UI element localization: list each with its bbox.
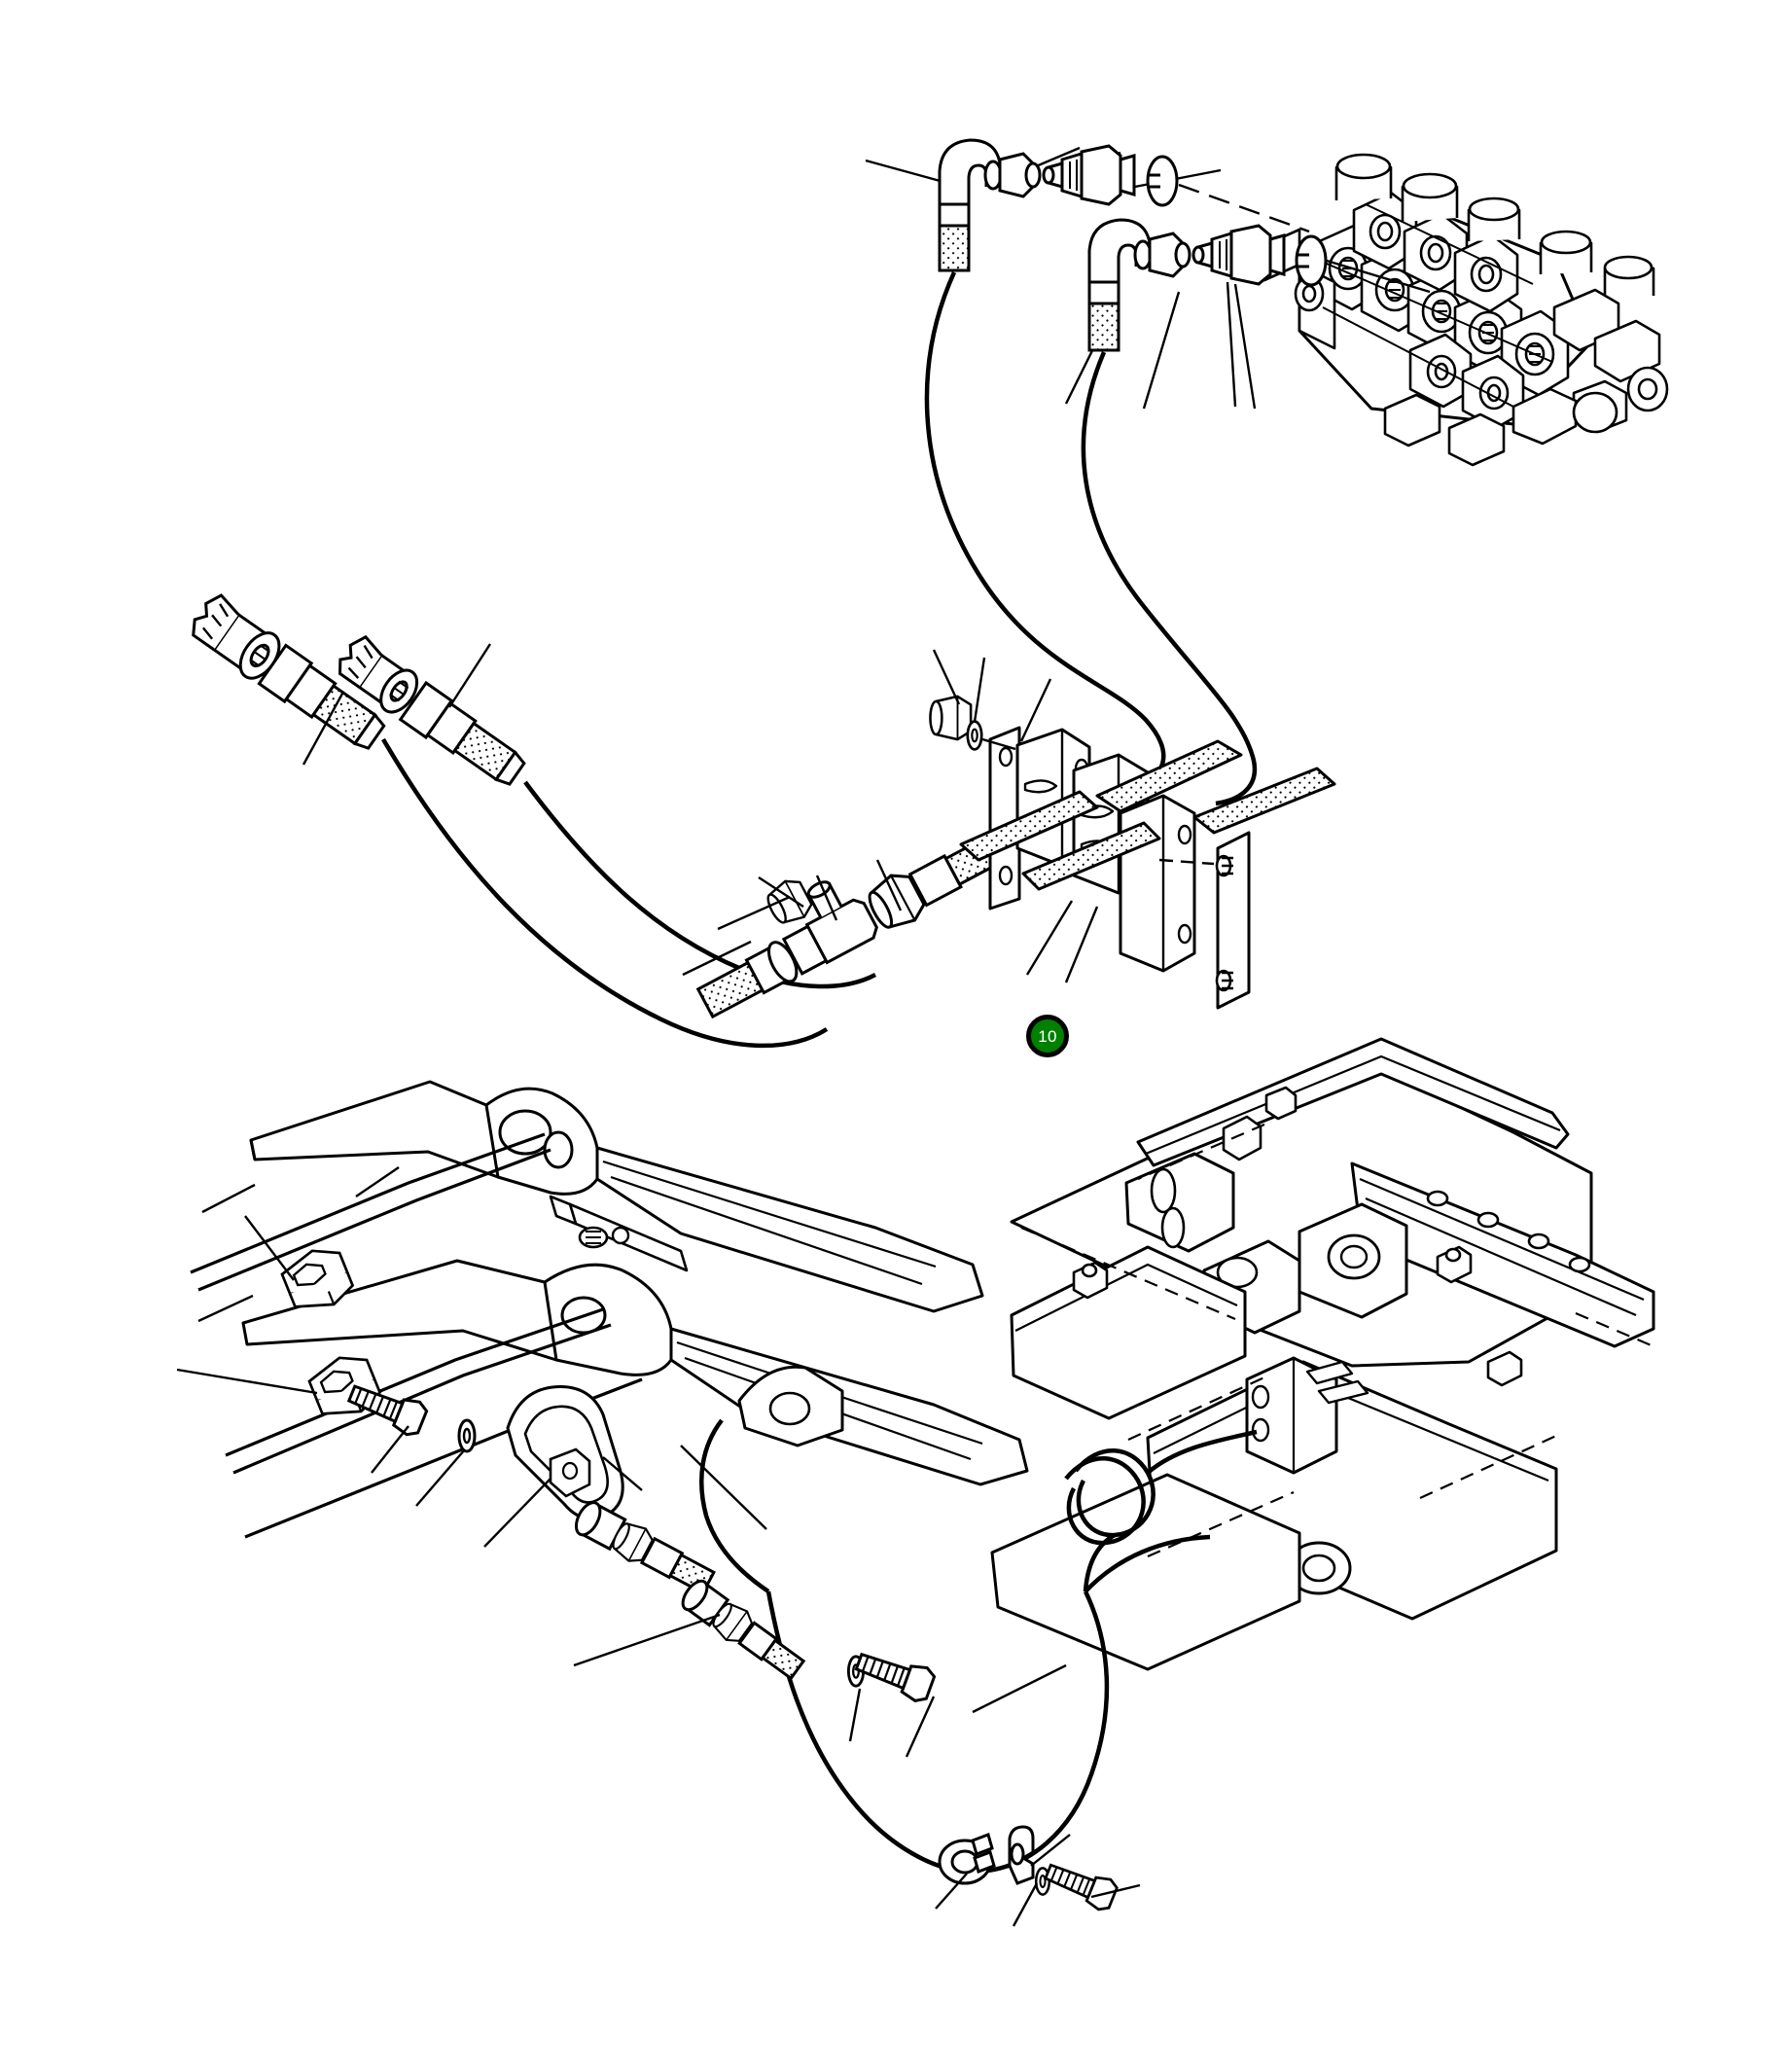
washer-left-lower	[457, 1418, 477, 1453]
lower-union-fitting-2	[681, 1579, 806, 1681]
hose-end-fitting-b	[338, 634, 526, 786]
part-marker-badge[interactable]: 10	[1026, 1015, 1069, 1057]
centerline-upper-2	[1326, 259, 1431, 294]
adapter-nipple-upper-1	[1042, 144, 1136, 206]
hydraulic-hose-2	[1081, 351, 1258, 806]
control-valve-block	[1262, 153, 1669, 467]
shackle-clamp	[506, 1385, 624, 1520]
centerline-upper-1	[1178, 183, 1310, 233]
hose-grommet-bottom	[938, 1833, 996, 1885]
boom-structure	[241, 1080, 1029, 1486]
leader-lines-clamp	[932, 649, 1099, 983]
revolving-frame	[990, 1037, 1655, 1671]
hose-left-2	[523, 780, 877, 989]
clamp-block-assembly	[929, 695, 1336, 1010]
hose-left-1	[381, 737, 829, 1049]
hydraulic-hose-1	[924, 271, 1166, 791]
part-marker-label: 10	[1038, 1026, 1057, 1046]
elbow-fitting-upper-2	[1087, 218, 1191, 352]
clamp-bracket-bottom	[1008, 1825, 1035, 1885]
o-ring-upper-1	[1146, 155, 1179, 207]
o-ring-upper-2	[1295, 234, 1328, 287]
lower-tube-lines	[190, 1132, 643, 1539]
adapter-nipple-upper-2	[1191, 224, 1286, 286]
elbow-fitting-upper-1	[938, 138, 1042, 272]
lower-hose-branch	[699, 1418, 1211, 1593]
hose-end-fitting-a	[192, 593, 386, 750]
